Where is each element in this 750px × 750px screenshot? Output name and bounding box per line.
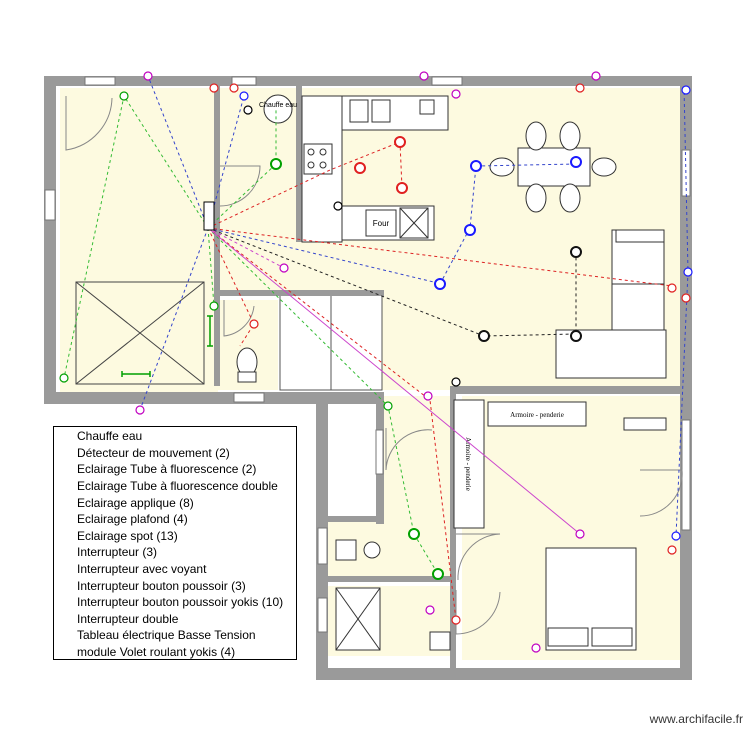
legend-label: Eclairage Tube à fluorescence (2)	[77, 462, 257, 477]
legend-item-double-switch: Interrupteur double	[58, 611, 296, 628]
legend-item-spot-light: Eclairage spot (13)	[58, 528, 296, 545]
legend-label: Tableau électrique Basse Tension	[77, 628, 256, 643]
hall-wardrobe: Armoire - penderie	[453, 399, 485, 529]
legend-label: module Volet roulant yokis (4)	[77, 645, 236, 660]
legend-item-push-button-switch: Interrupteur bouton poussoir (3)	[58, 577, 296, 594]
legend-label: Eclairage applique (8)	[77, 495, 194, 510]
yokis-push-buttons	[135, 71, 601, 653]
legend-label: Interrupteur bouton poussoir yokis (10)	[77, 595, 284, 610]
stairwell	[279, 293, 383, 391]
legend-label: Eclairage spot (13)	[77, 528, 178, 543]
oven-label-group: Four	[373, 219, 390, 228]
legend-item-ceiling-light: Eclairage plafond (4)	[58, 511, 296, 528]
legend-label: Chauffe eau	[77, 429, 143, 444]
legend-item-motion-detector: Détecteur de mouvement (2)	[58, 445, 296, 462]
legend-item-water-heater: Chauffe eau	[58, 428, 296, 445]
oven-label: Four	[373, 219, 390, 228]
legend-item-double-fluorescent-tube: Eclairage Tube à fluorescence double	[58, 478, 296, 495]
water-heater: Chauffe eau	[259, 94, 297, 124]
legend-item-electrical-panel: Tableau électrique Basse Tension	[58, 627, 296, 644]
bedroom-wardrobe-label: Armoire - penderie	[510, 411, 564, 419]
kitchen-furniture	[301, 95, 449, 243]
water-heater-label: Chauffe eau	[259, 102, 297, 109]
hall-wardrobe-label: Armoire - penderie	[464, 437, 472, 491]
bathroom-fixtures	[335, 539, 451, 651]
watermark: www.archifacile.fr	[649, 712, 743, 726]
fluorescent-tubes	[121, 315, 213, 377]
toilet	[236, 347, 258, 383]
switches	[243, 105, 461, 387]
legend-label: Interrupteur avec voyant	[77, 562, 207, 577]
dining-table	[489, 121, 617, 213]
electrical-panel	[203, 201, 215, 231]
shutter-modules	[239, 85, 693, 541]
legend-label: Eclairage Tube à fluorescence double	[77, 479, 278, 494]
door-swings	[65, 96, 683, 635]
legend-item-shutter-module: module Volet roulant yokis (4)	[58, 644, 296, 661]
windows	[44, 76, 691, 633]
legend-item-wall-light: Eclairage applique (8)	[58, 494, 296, 511]
parking-area	[75, 281, 205, 385]
legend-item-switch-indicator: Interrupteur avec voyant	[58, 561, 296, 578]
bedroom-wardrobe: Armoire - penderie	[487, 401, 587, 427]
legend-item-switch: Interrupteur (3)	[58, 544, 296, 561]
legend-item-fluorescent-tube: Eclairage Tube à fluorescence (2)	[58, 461, 296, 478]
legend-label: Interrupteur (3)	[77, 545, 158, 560]
legend-label: Interrupteur bouton poussoir (3)	[77, 578, 246, 593]
legend: Chauffe eau Détecteur de mouvement (2) E…	[53, 426, 297, 660]
push-buttons	[59, 91, 393, 411]
spot-lights	[270, 136, 582, 580]
legend-label: Détecteur de mouvement (2)	[77, 445, 230, 460]
legend-label: Eclairage plafond (4)	[77, 512, 188, 527]
legend-item-yokis-push-button: Interrupteur bouton poussoir yokis (10)	[58, 594, 296, 611]
bed	[545, 417, 667, 651]
wall-lights	[209, 83, 691, 625]
legend-label: Interrupteur double	[77, 611, 179, 626]
